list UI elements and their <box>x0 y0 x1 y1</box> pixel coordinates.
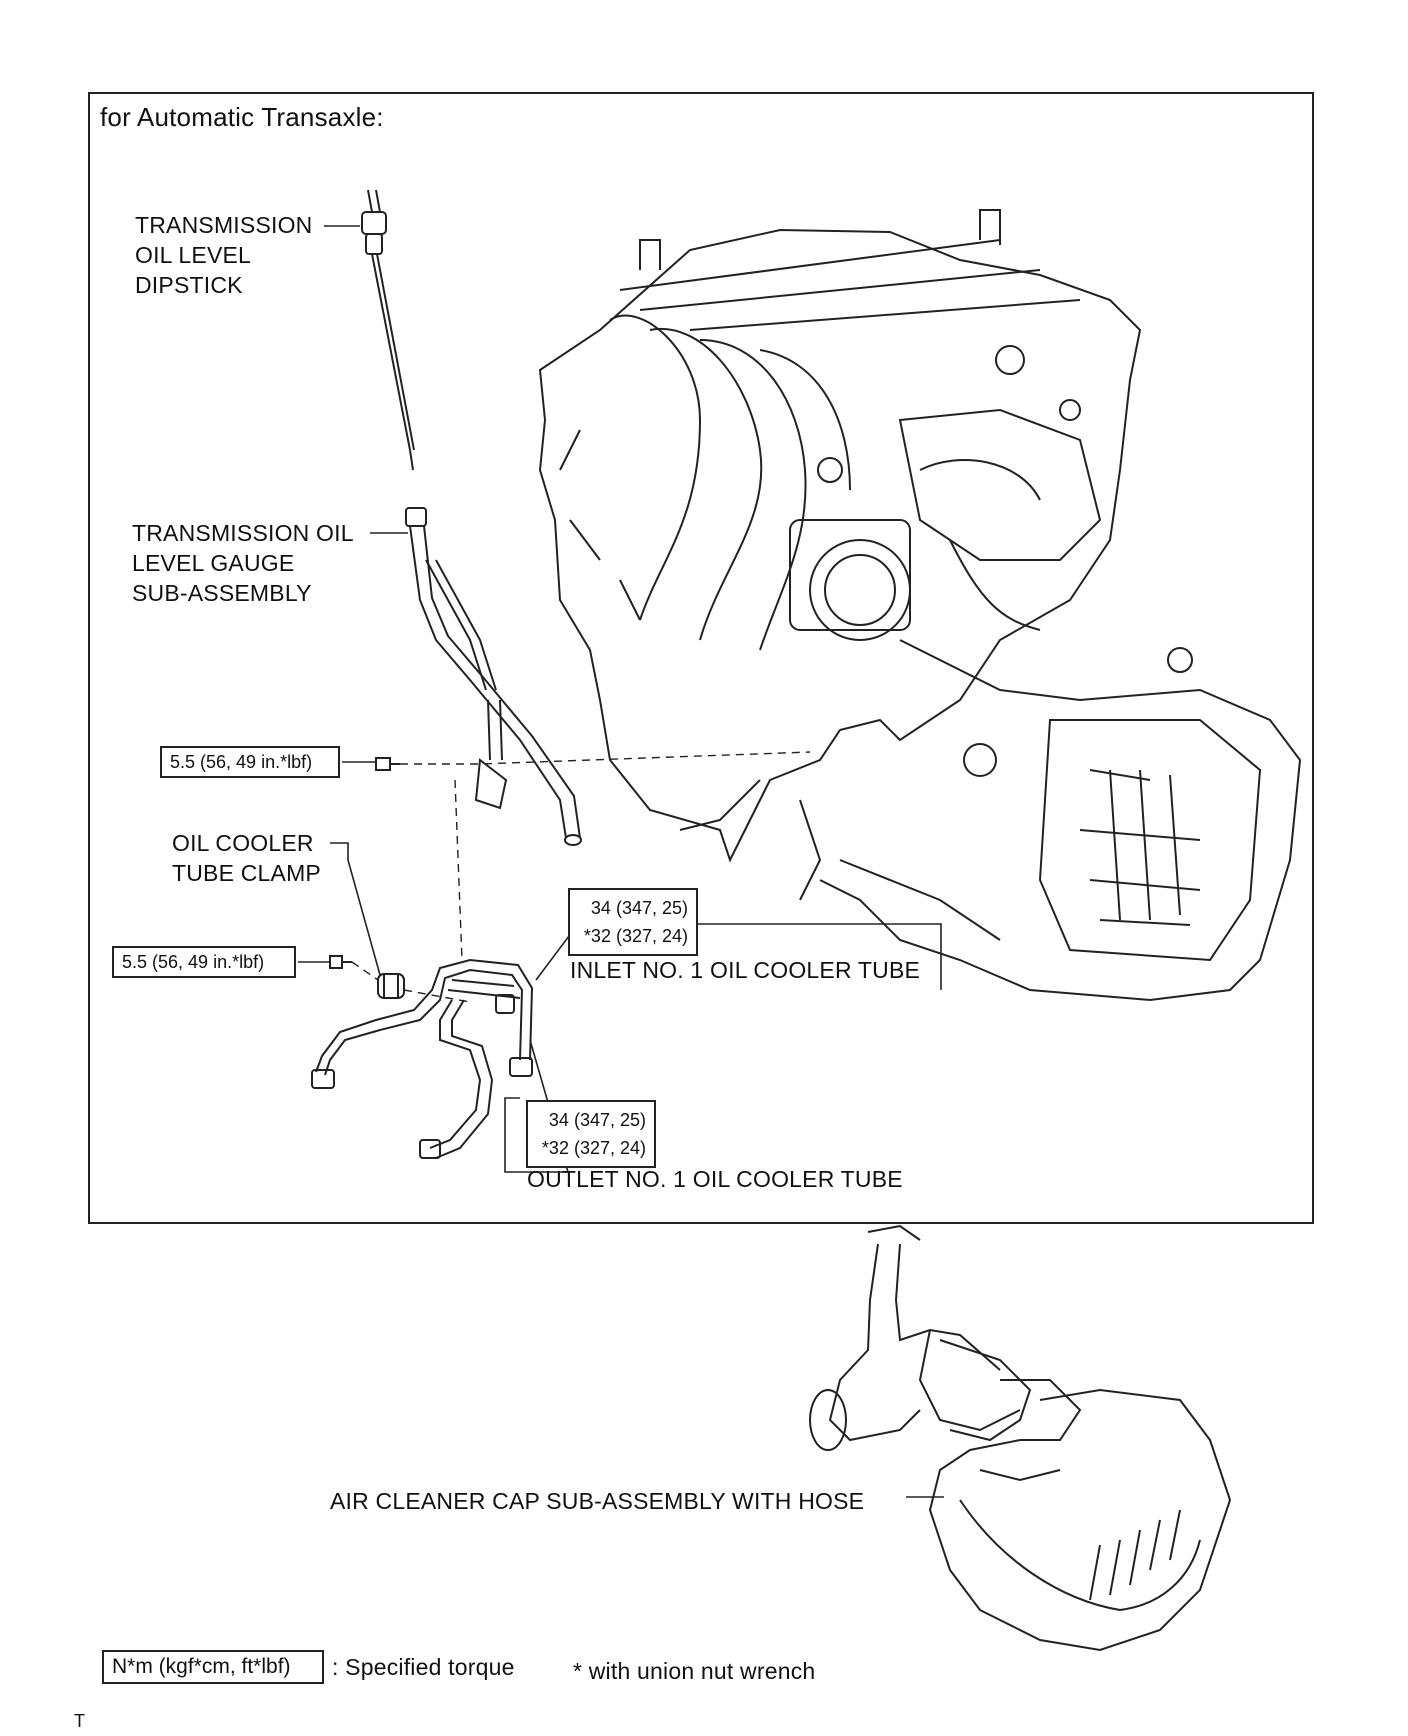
torque-unit-legend-box: N*m (kgf*cm, ft*lbf) <box>102 1650 324 1684</box>
clamp-bolt-torque-box: 5.5 (56, 49 in.*lbf) <box>112 946 296 978</box>
engine-assembly-drawing <box>538 209 1302 1002</box>
inlet-torque-line1: 34 (347, 25) <box>590 898 688 918</box>
torque-unit-legend-text: : Specified torque <box>332 1654 515 1680</box>
gauge-label-line1: TRANSMISSION OIL <box>132 520 354 546</box>
inlet-torque-line2: *32 (327, 24) <box>583 926 688 946</box>
section-title: for Automatic Transaxle: <box>100 102 384 132</box>
dipstick-label-line1: TRANSMISSION <box>135 212 313 238</box>
dipstick-label-line3: DIPSTICK <box>135 272 243 298</box>
gauge-label-line3: SUB-ASSEMBLY <box>132 580 312 606</box>
alignment-dashed-lines <box>351 751 811 1003</box>
gauge-bolt-torque-box: 5.5 (56, 49 in.*lbf) <box>160 746 340 778</box>
outlet-torque-line2: *32 (327, 24) <box>541 1138 646 1158</box>
union-nut-wrench-note: * with union nut wrench <box>573 1658 816 1684</box>
dipstick-label-line2: OIL LEVEL <box>135 242 252 268</box>
outlet-tube-label: OUTLET NO. 1 OIL COOLER TUBE <box>527 1166 903 1192</box>
clamp-drawing <box>377 973 405 999</box>
footer-mark: T <box>74 1711 86 1731</box>
air-cleaner-drawing <box>809 1224 1232 1652</box>
bolts-drawing <box>329 757 400 969</box>
leader-lines <box>298 225 944 1498</box>
inlet-torque-box: 34 (347, 25) *32 (327, 24) <box>568 888 698 956</box>
clamp-label-line1: OIL COOLER <box>172 830 314 856</box>
gauge-label-line2: LEVEL GAUGE <box>132 550 295 576</box>
air-cleaner-label: AIR CLEANER CAP SUB-ASSEMBLY WITH HOSE <box>330 1488 865 1514</box>
inlet-tube-label: INLET NO. 1 OIL COOLER TUBE <box>570 957 921 983</box>
oil-cooler-tubes-drawing <box>311 958 534 1159</box>
clamp-label-line2: TUBE CLAMP <box>172 860 321 886</box>
outlet-torque-box: 34 (347, 25) *32 (327, 24) <box>526 1100 656 1168</box>
outlet-torque-line1: 34 (347, 25) <box>548 1110 646 1130</box>
automatic-transaxle-frame <box>88 92 1314 1224</box>
dipstick-drawing <box>361 189 415 471</box>
gauge-tube-drawing <box>405 507 582 846</box>
